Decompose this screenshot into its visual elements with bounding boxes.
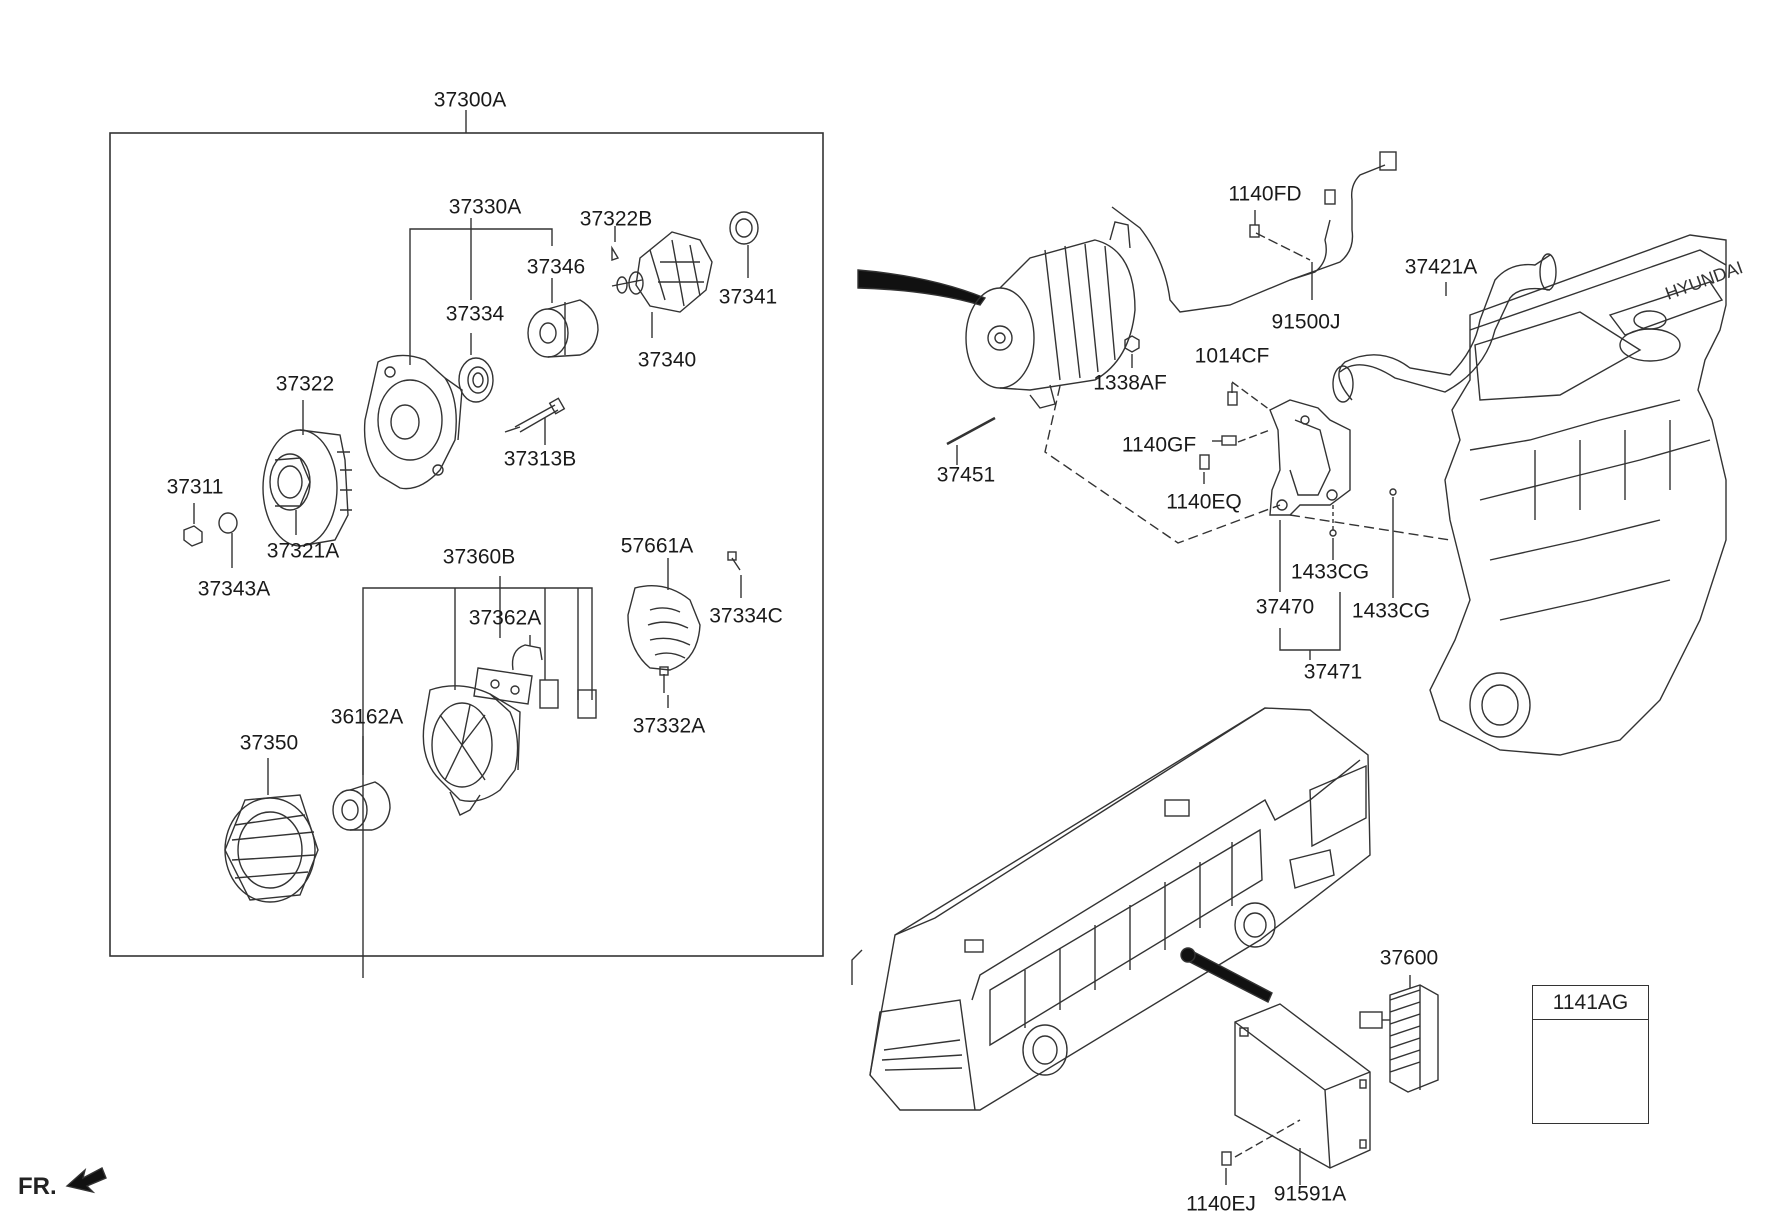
label-37600: 37600 (1379, 946, 1439, 970)
label-1140GF: 1140GF (1121, 433, 1197, 457)
label-57661A: 57661A (620, 534, 694, 558)
label-37332A: 37332A (632, 714, 706, 738)
module-91591A-part (1234, 1003, 1371, 1169)
insulator-part (332, 781, 391, 831)
label-91591A: 91591A (1273, 1182, 1347, 1206)
engine-block-part (1429, 234, 1727, 756)
label-1140FD: 1140FD (1228, 182, 1302, 206)
rear-bearing-part (729, 211, 759, 245)
bolt-1140GF-part (1221, 435, 1237, 446)
label-37350: 37350 (239, 731, 299, 755)
label-37421A: 37421A (1404, 255, 1478, 279)
label-91500J: 91500J (1271, 310, 1341, 334)
label-36162A: 36162A (330, 705, 404, 729)
cover-bolt-part (659, 666, 669, 693)
pulley-part (269, 453, 311, 511)
label-37340: 37340 (637, 348, 697, 372)
bolt-1140EJ-part (1221, 1151, 1232, 1166)
leader-37360B (362, 587, 593, 978)
nut-1338AF-part (1124, 335, 1140, 353)
front-marker-label: FR. (18, 1173, 57, 1200)
woodruff-key-part (611, 245, 620, 261)
pin-1433CG-b-part (1389, 488, 1397, 496)
rear-bracket-part (422, 685, 521, 816)
bus-pointer (1185, 949, 1273, 1003)
pointer-arrow (857, 269, 987, 306)
brush-holder-part (473, 644, 597, 719)
label-37321A: 37321A (266, 539, 340, 563)
front-bracket-part (363, 354, 463, 490)
through-bolt-part (504, 397, 566, 433)
leader-37330A (409, 228, 553, 365)
label-1338AF: 1338AF (1093, 371, 1167, 395)
label-37330A: 37330A (448, 195, 522, 219)
label-37322B: 37322B (579, 207, 653, 231)
label-1141AG: 1141AG (1533, 986, 1648, 1020)
bolt-37451-part (946, 416, 996, 446)
label-1433CG-b: 1433CG (1351, 599, 1431, 623)
pin-1433CG-a-part (1329, 529, 1337, 537)
label-37346: 37346 (526, 255, 586, 279)
engine-logo-text: HYUNDAI (1663, 257, 1746, 304)
label-37470: 37470 (1255, 595, 1315, 619)
stator-part (224, 794, 319, 903)
retainer-37346-part (527, 299, 599, 358)
nut-part (183, 525, 203, 547)
label-37313B: 37313B (503, 447, 577, 471)
alternator-assy-box (109, 132, 824, 957)
label-1014CF: 1014CF (1194, 344, 1270, 368)
label-37311: 37311 (166, 475, 224, 499)
label-1140EJ: 1140EJ (1186, 1192, 1256, 1216)
fr-arrow-icon (65, 1167, 107, 1194)
label-37341: 37341 (718, 285, 778, 309)
regulator-37600-part (1359, 984, 1439, 1093)
rear-cover-part (627, 585, 701, 671)
bolt-1140EQ-part (1199, 454, 1210, 470)
washer-part (218, 512, 238, 534)
label-37334C: 37334C (709, 604, 783, 628)
label-37300A: 37300A (433, 88, 507, 112)
label-37334: 37334 (445, 302, 505, 326)
bus-part (851, 707, 1371, 1111)
bearing-37334-part (458, 357, 494, 403)
mounted-alternator-part (965, 221, 1136, 409)
engine-bracket-part (1269, 399, 1351, 516)
bolt-1014CF-part (1227, 391, 1238, 406)
label-37360B: 37360B (442, 545, 516, 569)
label-1140EQ: 1140EQ (1166, 490, 1242, 514)
label-37451: 37451 (936, 463, 996, 487)
rotor-part (611, 231, 713, 313)
wiring-91500J-part (1111, 151, 1397, 313)
label-37471: 37471 (1303, 660, 1363, 684)
label-37362A: 37362A (468, 606, 542, 630)
label-37343A: 37343A (197, 577, 271, 601)
bolt-1140FD-part (1249, 224, 1260, 238)
label-1433CG-a: 1433CG (1290, 560, 1370, 584)
cover-screw-part (727, 551, 741, 571)
kit-box-1141AG: 1141AG (1532, 985, 1649, 1124)
pulley-fan-part (262, 429, 352, 547)
label-37322: 37322 (275, 372, 335, 396)
